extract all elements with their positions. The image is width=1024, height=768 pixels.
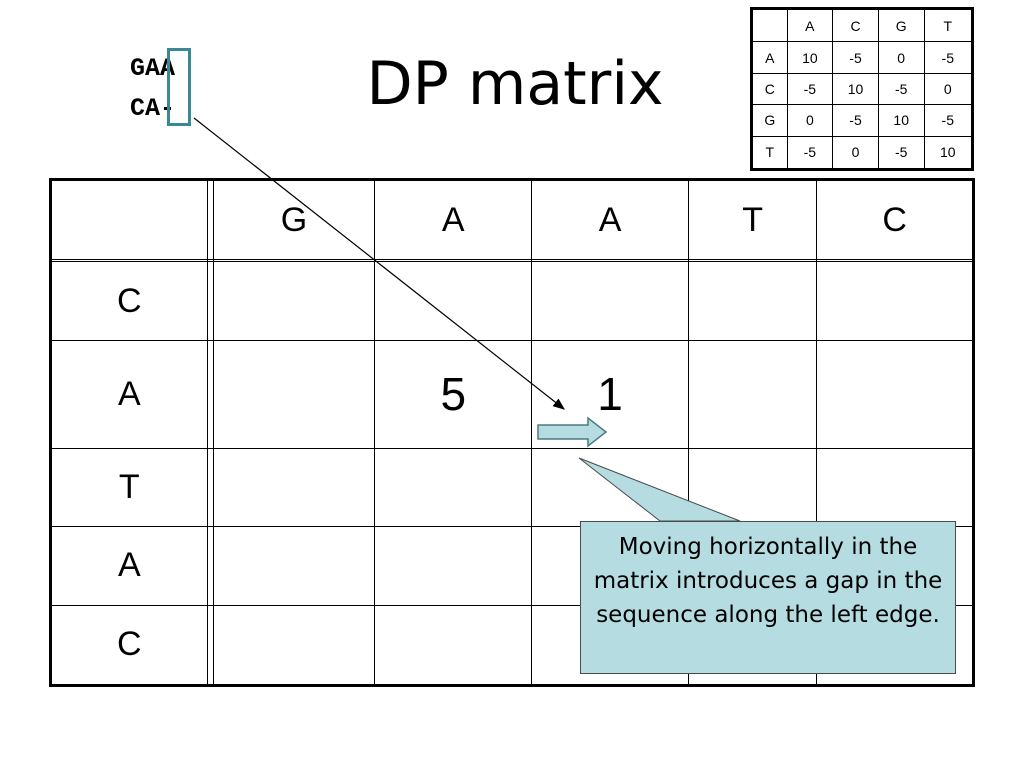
score-cell: -5 (786, 72, 834, 106)
score-header-cell: T (923, 7, 974, 43)
score-cell: 0 (923, 72, 974, 106)
dp-cell (212, 261, 376, 341)
score-cell: 0 (832, 135, 879, 171)
score-cell: 10 (786, 41, 834, 74)
score-cell: -5 (786, 135, 834, 171)
score-cell: 10 (832, 72, 879, 106)
score-cell: -5 (923, 41, 974, 74)
block-arrow-right-icon (537, 416, 608, 448)
score-matrix-row: A 10 -5 0 -5 (751, 41, 974, 74)
dp-row: C (50, 261, 974, 341)
page-title: DP matrix (366, 49, 664, 119)
dp-cell (212, 339, 376, 449)
dp-cell: T (50, 447, 208, 528)
dp-cell (374, 526, 533, 606)
dp-cell: A (50, 526, 208, 606)
dp-header-cell: A (531, 178, 689, 261)
dp-cell (212, 447, 376, 528)
dp-cell (374, 604, 533, 687)
aligned-column-highlight (167, 48, 191, 126)
dp-cell (687, 261, 818, 341)
dp-header-cell: G (212, 178, 376, 261)
dp-cell: A (50, 339, 208, 449)
score-cell: 10 (923, 135, 974, 171)
score-cell: A (751, 41, 788, 74)
dp-row: T (50, 447, 974, 528)
dp-header-cell: A (374, 178, 533, 261)
dp-cell (212, 604, 376, 687)
dp-cell (374, 447, 533, 528)
dp-header-cell (50, 178, 208, 261)
score-matrix: A C G T A 10 -5 0 -5 C -5 10 -5 0 G 0 -5… (750, 7, 974, 171)
dp-cell (531, 261, 689, 341)
dp-cell (816, 339, 974, 449)
dp-cell (374, 261, 533, 341)
callout-pointer (578, 457, 741, 522)
dp-cell: C (50, 261, 208, 341)
score-cell: -5 (923, 104, 974, 137)
dp-header-row: G A A T C (50, 178, 974, 261)
score-cell: -5 (877, 72, 925, 106)
pointer-arrow-line (193, 117, 565, 410)
score-cell: -5 (832, 104, 879, 137)
score-matrix-row: C -5 10 -5 0 (751, 72, 974, 106)
callout-note: Moving horizontally in the matrix introd… (580, 521, 956, 674)
dp-header-cell: T (687, 178, 818, 261)
dp-cell (816, 261, 974, 341)
score-matrix-row: G 0 -5 10 -5 (751, 104, 974, 137)
dp-cell-diagonal-score: 5 (374, 339, 533, 449)
score-cell: C (751, 72, 788, 106)
score-cell: G (751, 104, 788, 137)
dp-header-cell: C (816, 178, 974, 261)
score-cell: 0 (786, 104, 834, 137)
dp-cell: C (50, 604, 208, 687)
score-matrix-row: T -5 0 -5 10 (751, 135, 974, 171)
score-cell: 10 (877, 104, 925, 137)
